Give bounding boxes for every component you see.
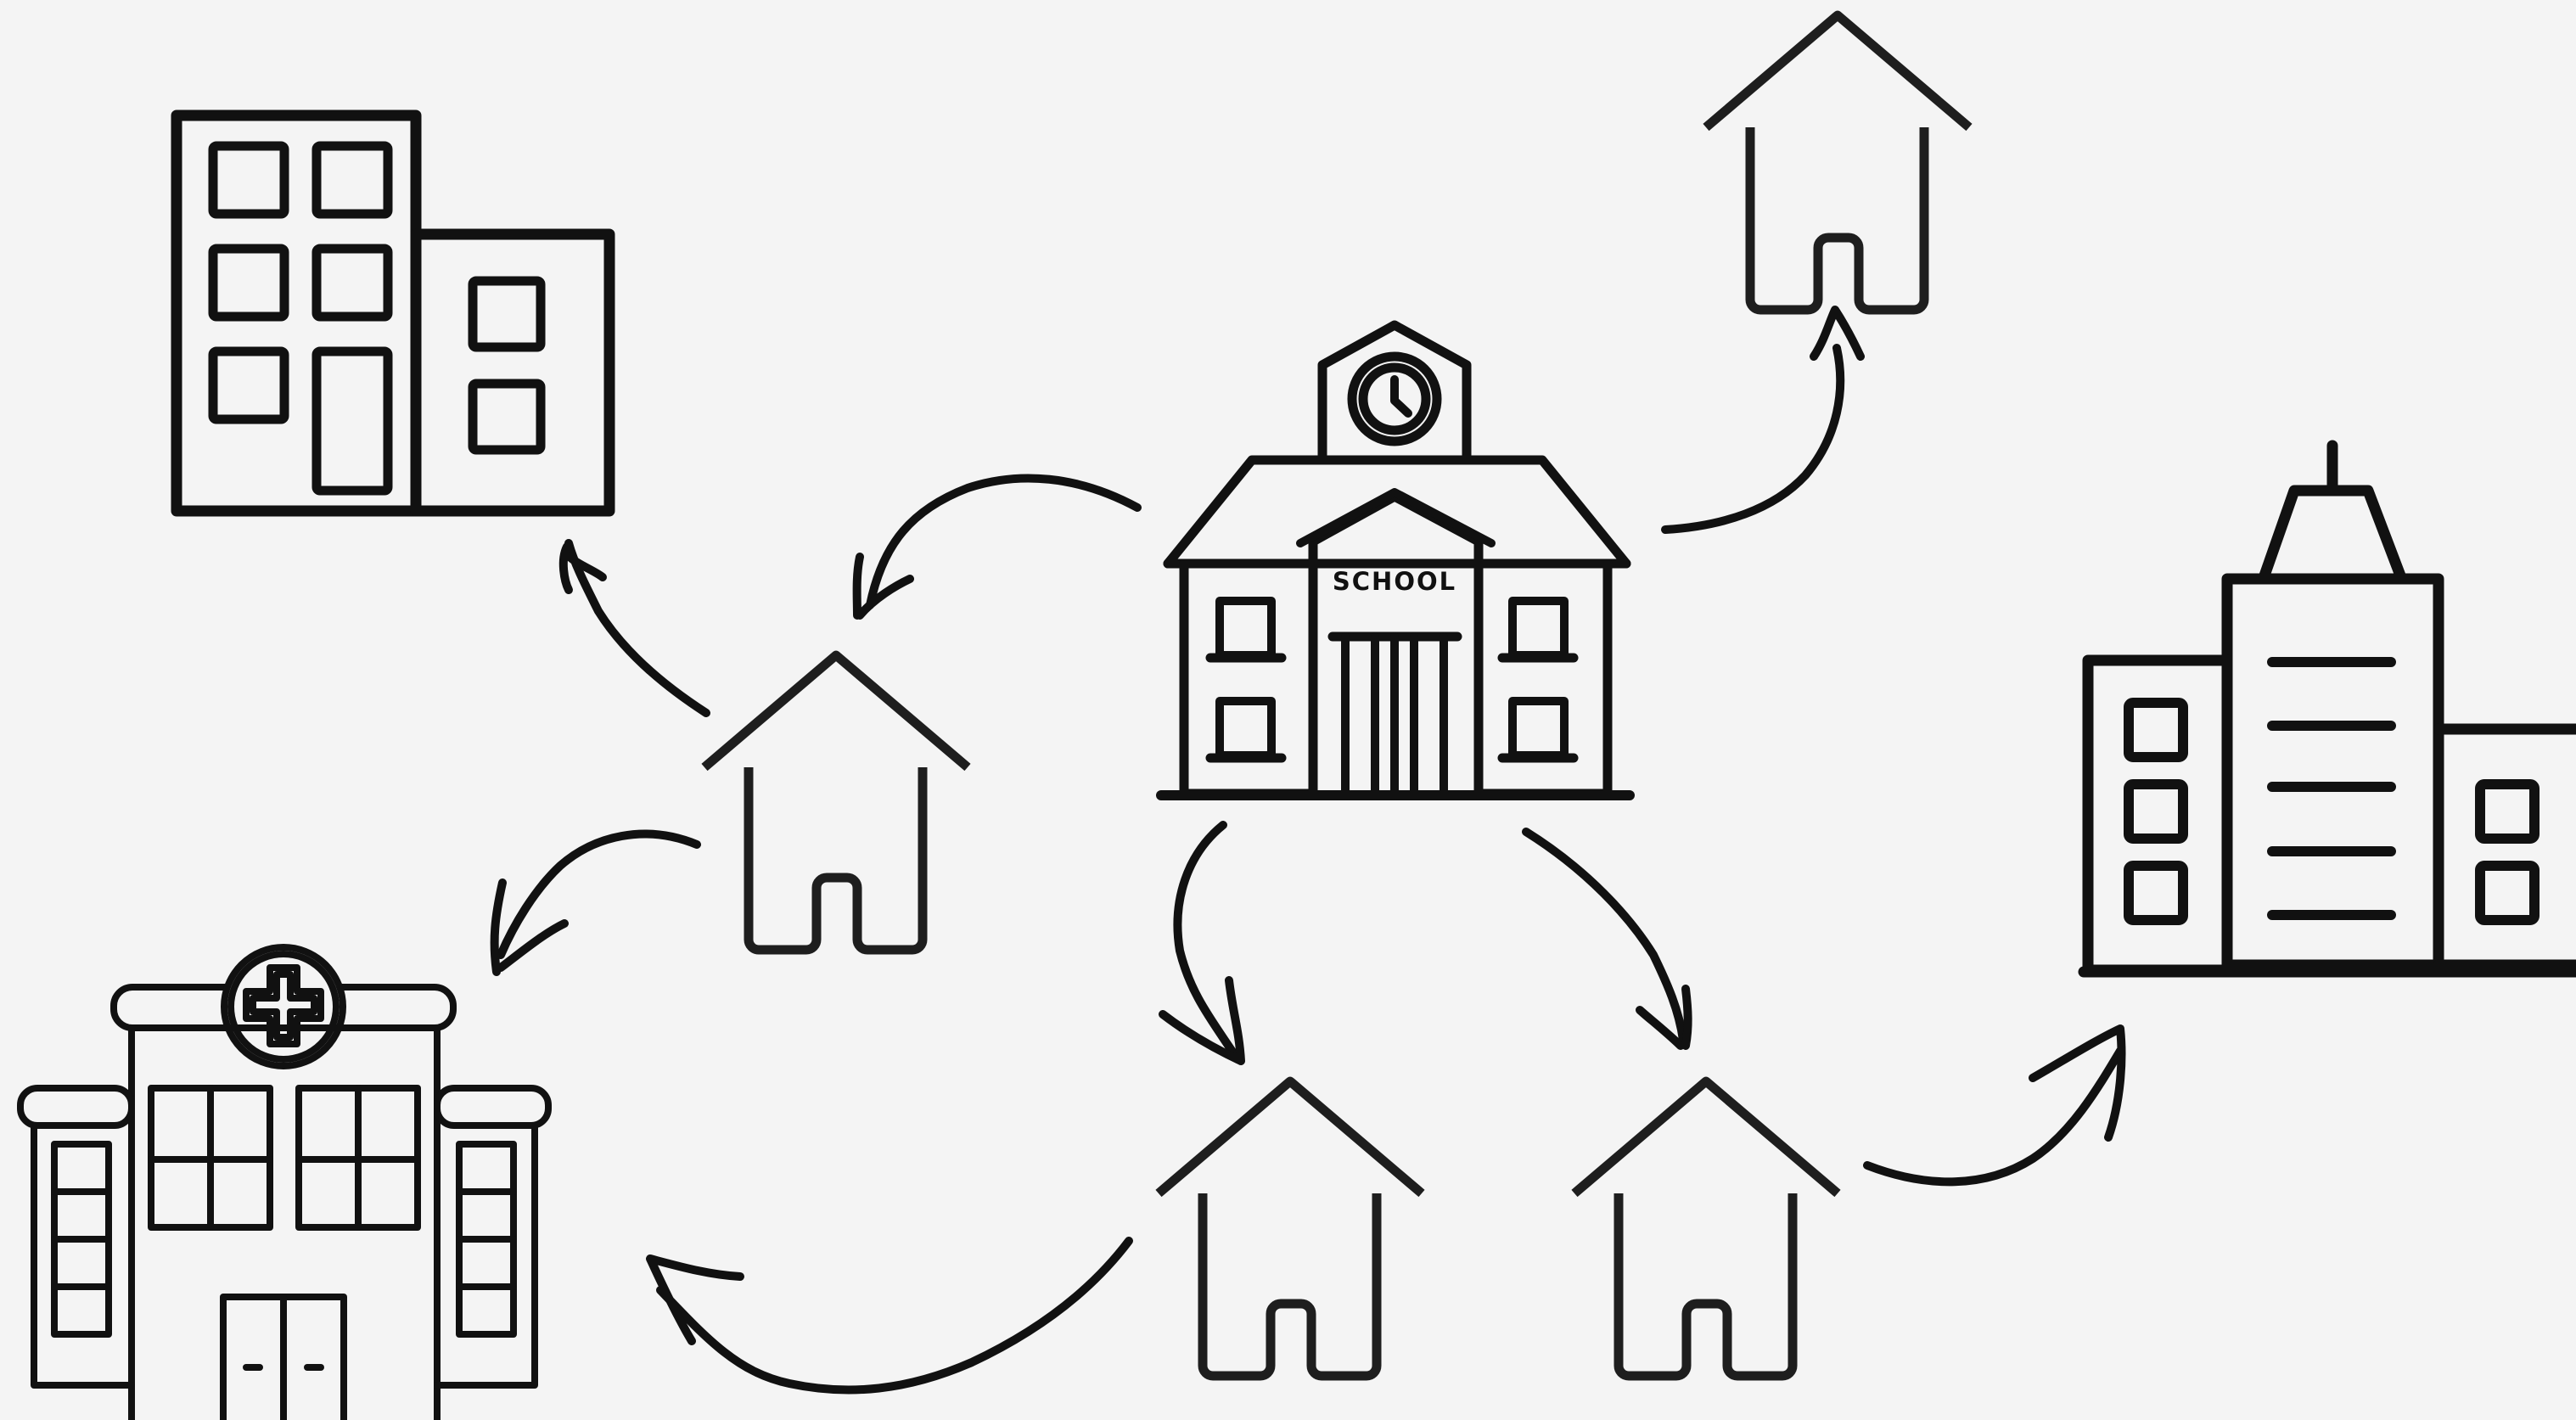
house-icon-top-right bbox=[1706, 15, 1969, 310]
arrow-house-bottom-center-to-hospital bbox=[646, 1237, 1133, 1395]
school-building-icon bbox=[1156, 320, 1635, 800]
house-icon-bottom-center bbox=[1159, 1081, 1422, 1376]
arrow-house-bottom-right-to-office bbox=[1863, 1024, 2126, 1187]
arrow-house-middle-to-apartment bbox=[558, 539, 710, 717]
hospital-building-icon bbox=[17, 944, 552, 1420]
arrow-house-middle-to-hospital bbox=[490, 829, 701, 976]
arrow-school-to-house-top bbox=[1661, 306, 1865, 534]
house-icon-bottom-right bbox=[1574, 1081, 1838, 1376]
apartment-building-icon bbox=[171, 109, 615, 517]
arrow-school-to-house-bottom-right bbox=[1522, 828, 1692, 1050]
office-building-icon bbox=[2078, 440, 2576, 978]
house-icon-middle-left bbox=[704, 655, 968, 950]
arrow-school-to-house-bottom-center bbox=[1159, 821, 1245, 1065]
school-sign: SCHOOL bbox=[1333, 567, 1456, 596]
arrow-school-to-house-middle bbox=[852, 474, 1142, 620]
